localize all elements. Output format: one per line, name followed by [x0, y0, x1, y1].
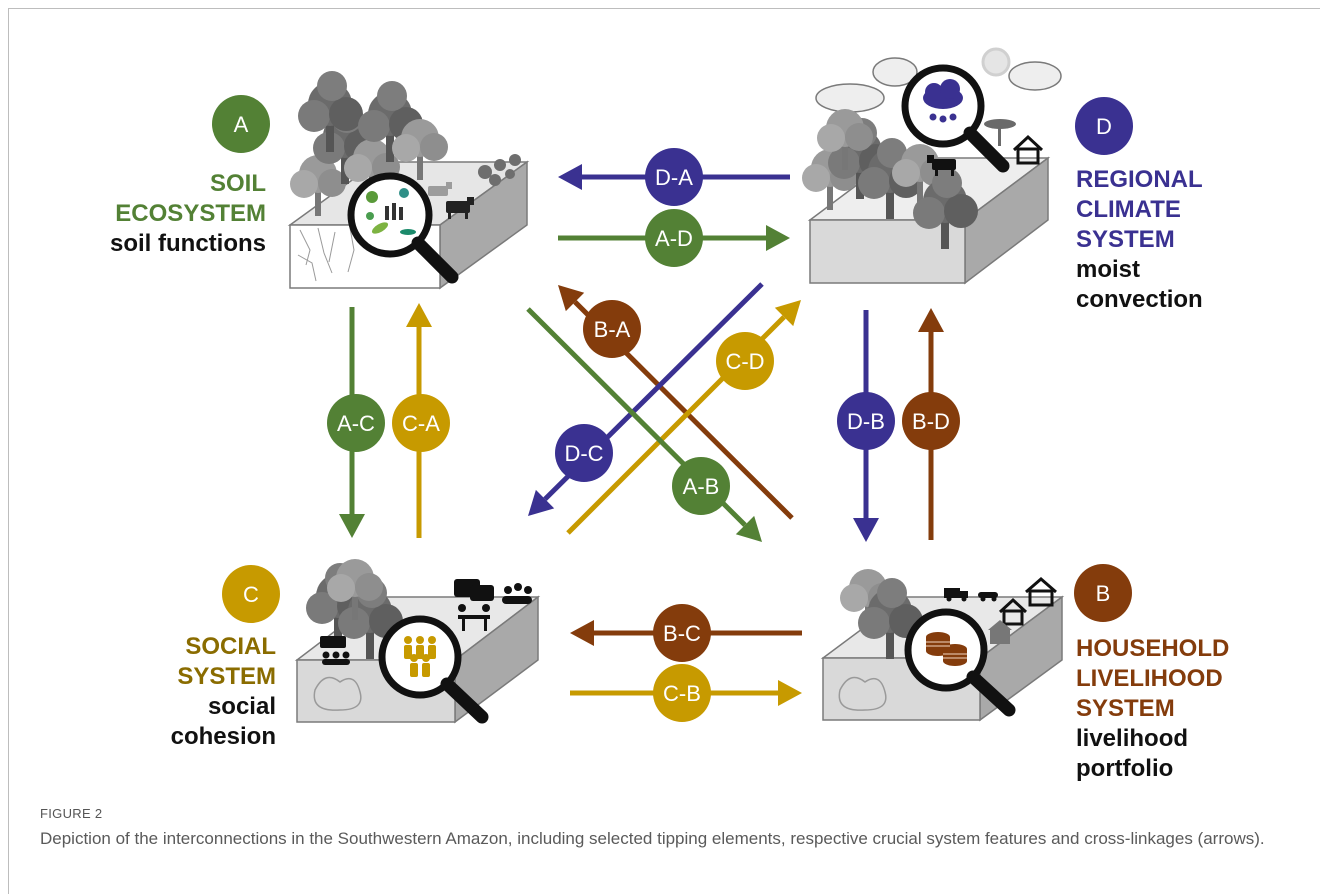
system-d-title-line-3: SYSTEM: [1076, 226, 1175, 253]
figure-frame: [8, 8, 1320, 894]
arrow-head-b-a: [558, 285, 585, 312]
arrow-head-d-c: [528, 489, 555, 516]
link-circle-d-a: [645, 148, 703, 206]
letter-circle-a: A: [212, 95, 270, 153]
system-c-feature-line-1: social: [208, 693, 276, 720]
letter-b: B: [1096, 581, 1111, 606]
link-circle-c-d: [716, 332, 774, 390]
link-label-d-a: D-A: [655, 165, 693, 190]
system-b-feature-line-2: portfolio: [1076, 755, 1173, 782]
link-circle-b-d: [902, 392, 960, 450]
cross-linkage-arrows: D-A A-D A-C C-A D-B B-D B-C C-B B-A C-D D-C A-B: [327, 148, 960, 722]
system-a-title-line-2: ECOSYSTEM: [115, 200, 266, 227]
system-d-label: REGIONAL CLIMATE SYSTEM moist convection: [1076, 166, 1203, 313]
system-b-title-line-2: LIVELIHOOD: [1076, 665, 1223, 692]
arrow-head-b-d: [918, 308, 944, 332]
system-c-feature-line-2: cohesion: [171, 723, 276, 750]
link-label-c-a: C-A: [402, 411, 440, 436]
system-c-title-line-2: SYSTEM: [177, 663, 276, 690]
system-d-title-line-2: CLIMATE: [1076, 196, 1181, 223]
soil-organisms-magnifier-icon: [347, 172, 459, 284]
system-d-feature-line-2: convection: [1076, 286, 1203, 313]
link-label-c-d: C-D: [725, 349, 764, 374]
link-circle-a-b: [672, 457, 730, 515]
system-c-title-line-1: SOCIAL: [185, 633, 276, 660]
system-c-illustration: [294, 559, 541, 724]
arrow-head-c-b: [778, 680, 802, 706]
link-circle-b-a: [583, 300, 641, 358]
people-group-magnifier-icon: [378, 615, 489, 724]
system-d-illustration: [802, 47, 1062, 285]
arrow-head-a-b: [735, 515, 762, 542]
link-circle-c-b: [653, 664, 711, 722]
system-c-label: SOCIAL SYSTEM social cohesion: [171, 633, 276, 750]
link-label-a-d: A-D: [655, 226, 693, 251]
system-b-title-line-3: SYSTEM: [1076, 695, 1175, 722]
link-circle-a-d: [645, 209, 703, 267]
link-circle-d-c: [555, 424, 613, 482]
system-a-illustration: [287, 71, 530, 290]
link-circle-b-c: [653, 604, 711, 662]
letter-circle-c: C: [222, 565, 280, 623]
system-d-title-line-1: REGIONAL: [1076, 166, 1203, 193]
link-circle-d-b: [837, 392, 895, 450]
system-a-label: SOIL ECOSYSTEM soil functions: [110, 170, 266, 257]
system-d-feature-line-1: moist: [1076, 256, 1140, 283]
arrow-head-c-d: [774, 300, 801, 327]
figure-caption-block: FIGURE 2 Depiction of the interconnectio…: [40, 806, 1300, 850]
arrow-head-d-a: [558, 164, 582, 190]
link-label-a-b: A-B: [683, 474, 720, 499]
link-label-a-c: A-C: [337, 411, 375, 436]
letter-circle-b: B: [1074, 564, 1132, 622]
letter-d: D: [1096, 114, 1112, 139]
figure-label: FIGURE 2: [40, 806, 103, 821]
rain-cloud-magnifier-icon: [901, 64, 1010, 173]
tipping-elements-diagram: D-A A-D A-C C-A D-B B-D B-C C-B B-A C-D D-C A-B A D…: [110, 47, 1229, 782]
arrow-head-a-d: [766, 225, 790, 251]
arrow-head-d-b: [853, 518, 879, 542]
link-label-b-a: B-A: [594, 317, 631, 342]
link-label-c-b: C-B: [663, 681, 701, 706]
link-label-d-c: D-C: [564, 441, 603, 466]
letter-circle-d: D: [1075, 97, 1133, 155]
coins-magnifier-icon: [904, 608, 1016, 717]
system-b-label: HOUSEHOLD LIVELIHOOD SYSTEM livelihood p…: [1076, 635, 1229, 782]
letter-c: C: [243, 582, 259, 607]
link-label-b-d: B-D: [912, 409, 950, 434]
arrow-head-a-c: [339, 514, 365, 538]
system-a-feature: soil functions: [110, 230, 266, 257]
link-circle-a-c: [327, 394, 385, 452]
system-a-title-line-1: SOIL: [210, 170, 266, 197]
arrow-head-c-a: [406, 303, 432, 327]
link-label-b-c: B-C: [663, 621, 701, 646]
system-b-illustration: [820, 569, 1065, 722]
link-label-d-b: D-B: [847, 409, 885, 434]
figure-caption-text: Depiction of the interconnections in the…: [40, 829, 1265, 848]
system-b-feature-line-1: livelihood: [1076, 725, 1188, 752]
letter-a: A: [234, 112, 249, 137]
system-b-title-line-1: HOUSEHOLD: [1076, 635, 1229, 662]
link-circle-c-a: [392, 394, 450, 452]
arrow-head-b-c: [570, 620, 594, 646]
